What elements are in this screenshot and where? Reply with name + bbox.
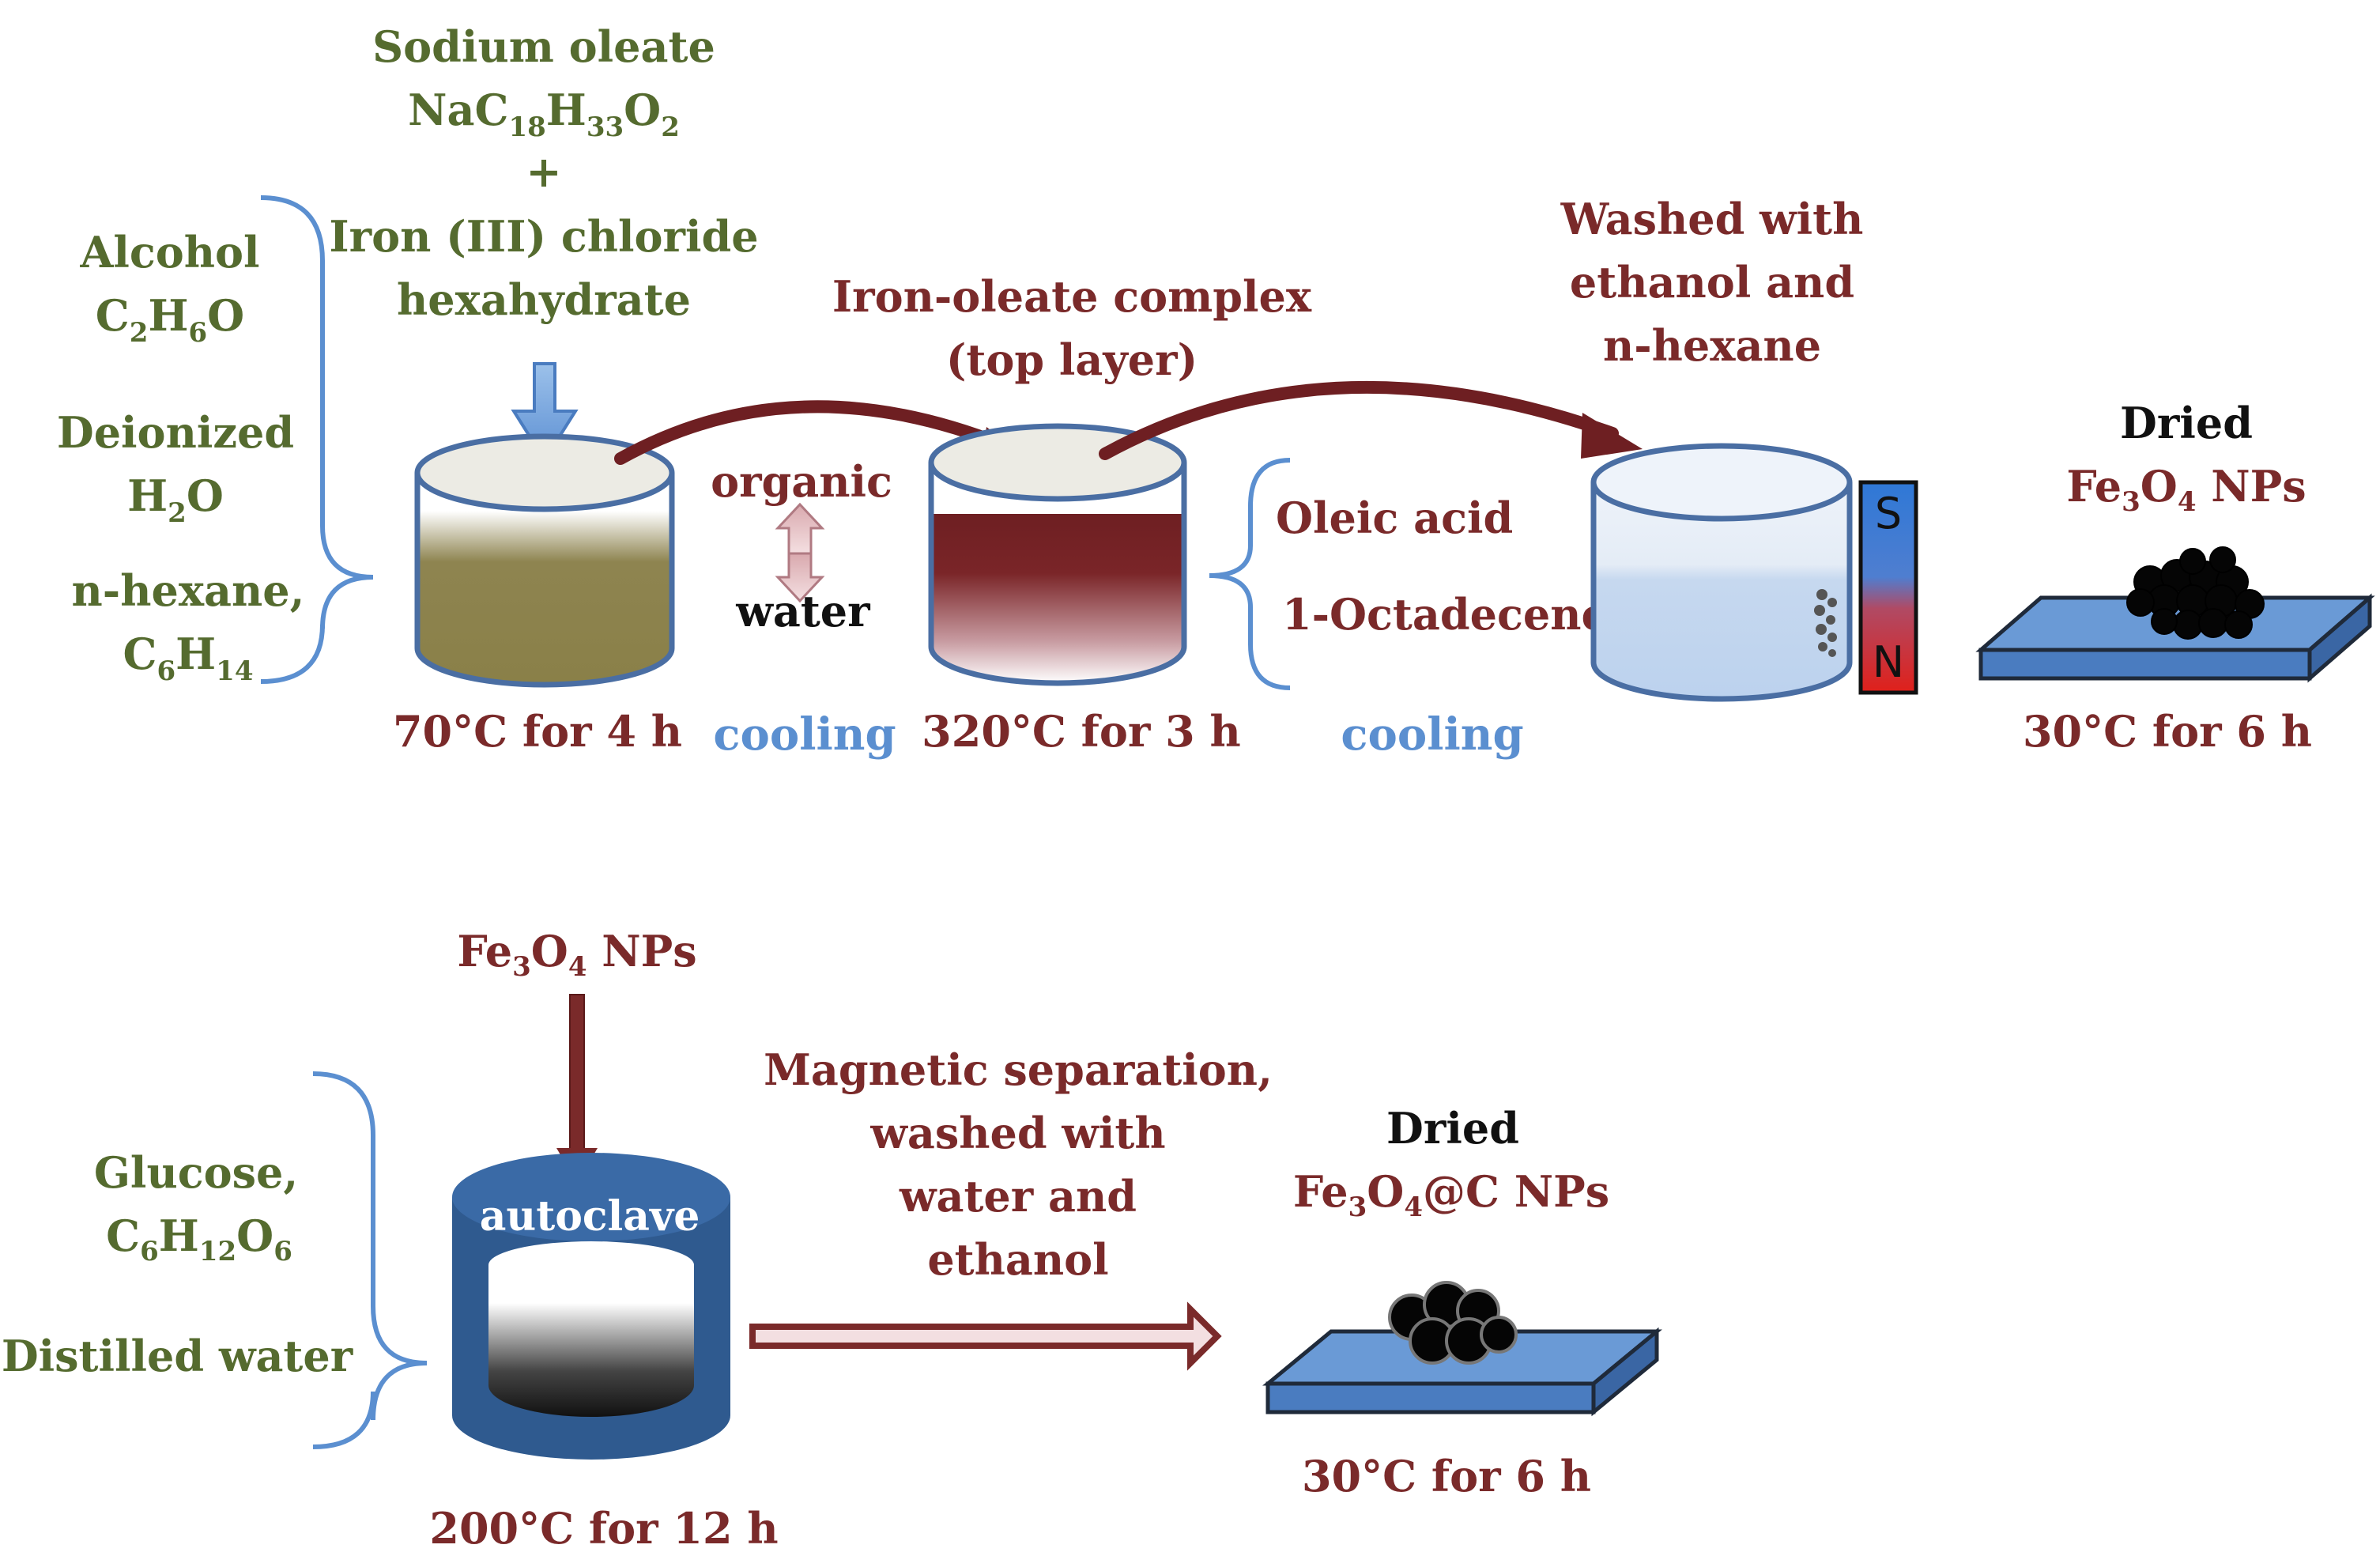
phase-arrow-up	[775, 502, 825, 555]
distilled-water-label: Distilled water	[2, 1331, 353, 1381]
cooling-label-1: cooling	[713, 708, 896, 761]
phase-arrow-down	[775, 552, 825, 603]
solvent-water-formula: H2O	[127, 470, 224, 529]
complex-label-line1: Iron-oleate complex	[832, 271, 1312, 322]
product-fe3o4-c: Fe3O4@C NPs	[1293, 1166, 1609, 1223]
reagent-sodium-oleate: Sodium oleate	[372, 21, 715, 72]
beaker2-condition: 320°C for 3 h	[922, 706, 1241, 757]
magnet	[1858, 480, 1918, 695]
wash-label-line1: Washed with	[1560, 194, 1864, 244]
glucose-label: Glucose,	[94, 1147, 298, 1198]
reagent-iron-chloride: Iron (III) chloride	[329, 211, 758, 262]
beaker-3	[1590, 443, 1853, 702]
autoclave-condition: 200°C for 12 h	[429, 1503, 778, 1554]
stage2-transfer-arrow	[749, 1301, 1222, 1371]
glucose-formula: C6H12O6	[106, 1210, 292, 1267]
complex-label-line2: (top layer)	[946, 334, 1198, 385]
reagent-hexahydrate: hexahydrate	[397, 274, 691, 325]
stage2-input: Fe3O4 NPs	[457, 926, 696, 983]
solvent-alcohol-formula: C2H6O	[96, 290, 244, 349]
product-fe3o4: Fe3O4 NPs	[2066, 461, 2306, 518]
dry-condition-2: 30°C for 6 h	[1302, 1451, 1591, 1501]
autoclave-vessel	[452, 1153, 730, 1460]
beaker-2	[928, 423, 1187, 686]
dry-condition-1: 30°C for 6 h	[2023, 706, 2312, 757]
stage2-bracket	[312, 1071, 428, 1449]
nanoparticles-2	[1388, 1281, 1518, 1365]
attracted-particles	[1814, 589, 1837, 657]
additive-octadecene: 1-Octadecene	[1282, 589, 1609, 640]
solvent-alcohol: Alcohol	[79, 227, 259, 278]
wash-label-line2: ethanol and	[1570, 257, 1854, 308]
reagent-sodium-oleate-formula: NaC18H33O2	[408, 85, 680, 143]
phase-organic: organic	[711, 456, 892, 507]
solvent-hexane: n-hexane,	[72, 565, 305, 616]
additive-oleic-acid: Oleic acid	[1276, 493, 1513, 543]
autoclave-label: autoclave	[480, 1192, 700, 1241]
beaker-1	[414, 433, 675, 688]
solvent-bracket	[260, 195, 374, 684]
magnet-south: S	[1875, 489, 1902, 538]
separation-line1: Magnetic separation,	[764, 1044, 1273, 1095]
dried-label-1: Dried	[2120, 398, 2253, 448]
phase-water: water	[735, 586, 870, 636]
separation-line2: washed with	[869, 1108, 1165, 1158]
wash-label-line3: n-hexane	[1603, 320, 1821, 371]
solvent-hexane-formula: C6H14	[123, 629, 253, 687]
additive-bracket	[1209, 458, 1291, 690]
magnet-north: N	[1873, 637, 1904, 687]
separation-line3: water and	[899, 1171, 1137, 1222]
beaker1-condition: 70°C for 4 h	[393, 706, 682, 757]
solvent-deionized: Deionized	[57, 407, 294, 458]
transfer-arrow-2	[1099, 380, 1643, 460]
dried-label-2: Dried	[1386, 1103, 1519, 1154]
nanoparticles-1	[2126, 546, 2265, 640]
cooling-label-2: cooling	[1341, 708, 1523, 761]
separation-line4: ethanol	[927, 1234, 1108, 1285]
reagent-plus: +	[526, 146, 561, 197]
